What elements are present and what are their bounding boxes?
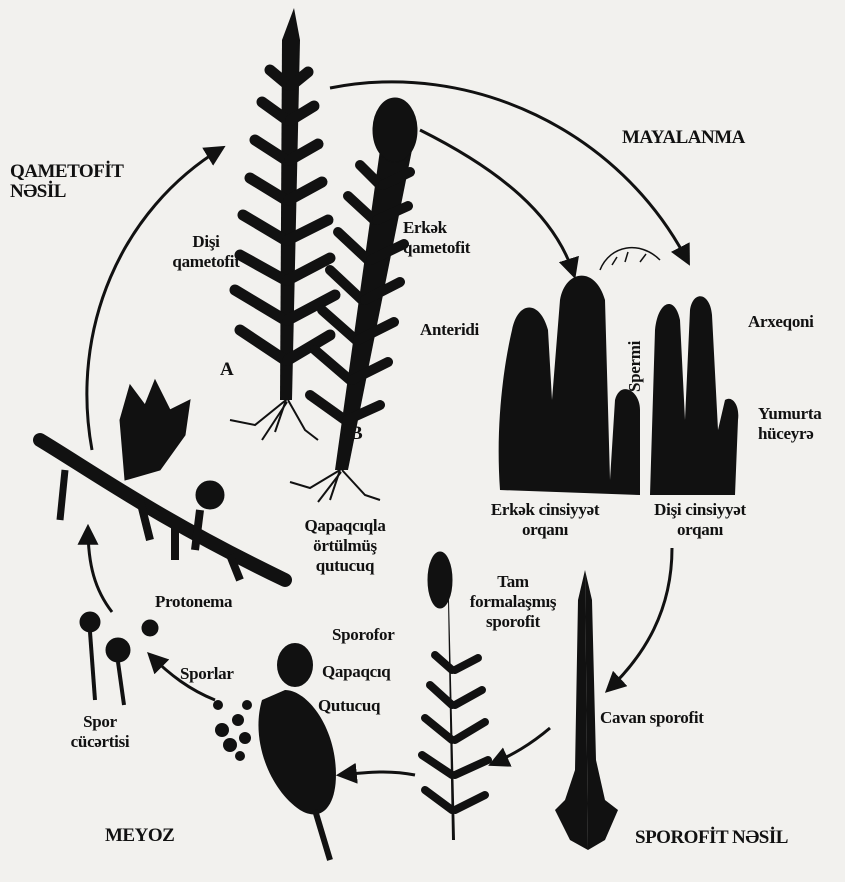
female-gametophyte-label: Dişi qametofit	[172, 232, 239, 272]
spore-sprout-label: Spor cücərtisi	[71, 712, 130, 752]
gametophyte-generation-label: QAMETOFİT NƏSİL	[10, 162, 123, 202]
female-organ-line-1: Dişi cinsiyyət	[654, 500, 746, 520]
letter-b-label: B	[350, 424, 362, 444]
meiosis-label: MEYOZ	[105, 826, 174, 846]
female-gametophyte-illustration	[230, 8, 335, 440]
young-sporophyte-shape	[555, 570, 588, 850]
spores-label: Sporlar	[180, 664, 234, 684]
female-organ-label: Dişi cinsiyyət orqanı	[654, 500, 746, 540]
male-organ-line-1: Erkək cinsiyyət	[491, 500, 599, 520]
sporophore-label: Sporofor	[332, 625, 394, 645]
capsule-with-lid-label: Qapaqcıqla örtülmüş qutucuq	[304, 516, 385, 576]
spore-sprout-illustration	[80, 612, 158, 705]
spores-illustration	[213, 700, 252, 761]
mature-sporophyte-line-3: sporofit	[470, 612, 556, 632]
male-gametophyte-line-2: qametofit	[403, 238, 470, 258]
arrow-to-protonema	[88, 528, 112, 612]
arrow-to-young-sporophyte	[608, 548, 672, 690]
sex-organs-illustration	[499, 248, 739, 495]
gametophyte-generation-line-2: NƏSİL	[10, 182, 123, 202]
mature-sporophyte-label: Tam formalaşmış sporofit	[470, 572, 556, 632]
letter-a-label: A	[220, 360, 233, 380]
egg-cell-line-2: hüceyrə	[758, 424, 821, 444]
fertilization-label: MAYALANMA	[622, 128, 745, 148]
spore-sprout-line-1: Spor	[71, 712, 130, 732]
female-organ-line-2: orqanı	[654, 520, 746, 540]
male-organ-label: Erkək cinsiyyət orqanı	[491, 500, 599, 540]
egg-cell-label: Yumurta hüceyrə	[758, 404, 821, 444]
archegonium-shape	[650, 296, 738, 495]
gametophyte-generation-line-1: QAMETOFİT	[10, 162, 123, 182]
mature-sporophyte-line-2: formalaşmış	[470, 592, 556, 612]
lid-label: Qapaqcıq	[322, 662, 390, 682]
female-gametophyte-line-2: qametofit	[172, 252, 239, 272]
male-gametophyte-line-1: Erkək	[403, 218, 470, 238]
capsule-with-lid-line-3: qutucuq	[304, 556, 385, 576]
antheridium-shape	[499, 276, 640, 495]
arrow-to-mature-sporophyte	[492, 728, 550, 764]
spore-sprout-line-2: cücərtisi	[71, 732, 130, 752]
protonema-label: Protonema	[155, 592, 232, 612]
young-sporophyte-label: Cavan sporofit	[600, 708, 704, 728]
capsule-with-lid-line-1: Qapaqcıqla	[304, 516, 385, 536]
female-gametophyte-line-1: Dişi	[172, 232, 239, 252]
capsule-with-lid-line-2: örtülmüş	[304, 536, 385, 556]
mature-sporophyte-line-1: Tam	[470, 572, 556, 592]
archegonium-label: Arxeqoni	[748, 312, 814, 332]
sperm-label: Spermi	[625, 341, 645, 392]
capsule-label: Qutucuq	[318, 696, 380, 716]
sporophyte-generation-label: SPOROFİT NƏSİL	[635, 828, 788, 848]
male-gametophyte-label: Erkək qametofit	[403, 218, 470, 258]
male-organ-line-2: orqanı	[491, 520, 599, 540]
egg-cell-line-1: Yumurta	[758, 404, 821, 424]
antheridium-label: Anteridi	[420, 320, 479, 340]
protonema-illustration	[40, 380, 285, 580]
arrow-to-capsule	[340, 772, 415, 775]
